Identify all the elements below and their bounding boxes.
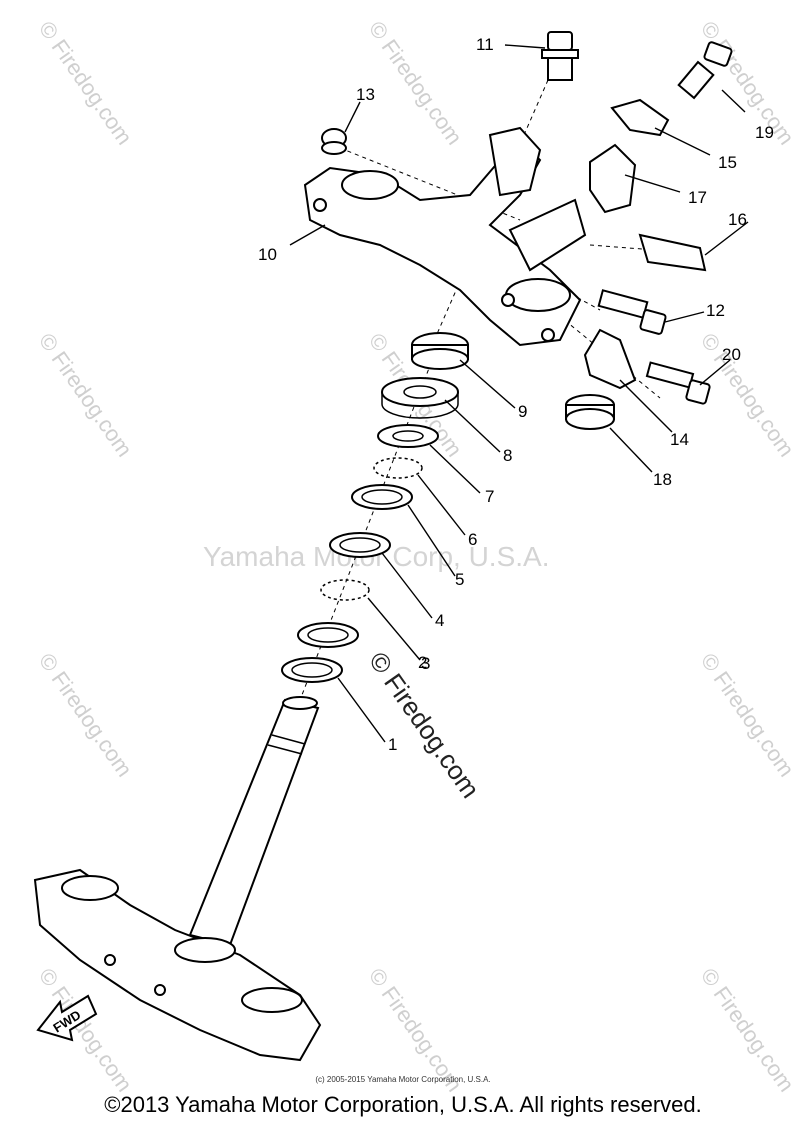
label-1: 1 xyxy=(388,735,397,754)
washer-8 xyxy=(381,377,459,419)
race-2 xyxy=(297,622,359,648)
bearing-6 xyxy=(373,457,423,479)
axis-line-5 xyxy=(589,244,656,251)
bearing-3 xyxy=(320,579,370,601)
label-7: 7 xyxy=(485,487,494,506)
steering-stem xyxy=(188,696,320,947)
seal-1 xyxy=(281,657,343,683)
label-13: 13 xyxy=(356,85,375,104)
label-11: 11 xyxy=(476,35,494,54)
bolt-11 xyxy=(541,31,579,81)
bolt-20 xyxy=(645,361,711,405)
race-4 xyxy=(329,532,391,558)
cover-7 xyxy=(377,424,439,448)
part-labels: 1 2 3 4 5 6 7 8 9 10 11 12 13 14 15 16 1… xyxy=(258,35,774,754)
bolt-19 xyxy=(677,41,733,100)
label-9: 9 xyxy=(518,402,527,421)
label-19: 19 xyxy=(755,123,774,142)
nut-13 xyxy=(321,128,347,155)
clamp-plate-15 xyxy=(610,98,670,137)
label-16: 16 xyxy=(728,210,747,229)
watermark-3: © Firedog.com xyxy=(696,17,799,150)
watermark-2: © Firedog.com xyxy=(364,17,467,150)
label-15: 15 xyxy=(718,153,737,172)
label-3: 3 xyxy=(421,654,430,673)
race-5 xyxy=(351,484,413,510)
label-4: 4 xyxy=(435,611,444,630)
watermark-4: © Firedog.com xyxy=(34,329,137,462)
watermark-8: © Firedog.com xyxy=(696,649,799,782)
watermark-6: © Firedog.com xyxy=(696,329,799,462)
grommet-18 xyxy=(565,394,615,430)
label-6: 6 xyxy=(468,530,477,549)
label-18: 18 xyxy=(653,470,672,489)
watermark-7: © Firedog.com xyxy=(34,649,137,782)
nut-9 xyxy=(411,332,469,370)
cap-16 xyxy=(638,233,707,272)
label-17: 17 xyxy=(688,188,707,207)
label-5: 5 xyxy=(455,570,464,589)
leader-lines xyxy=(289,44,749,743)
upper-bracket xyxy=(303,126,587,347)
fwd-arrow: FWD xyxy=(36,994,98,1042)
label-14: 14 xyxy=(670,430,689,449)
label-12: 12 xyxy=(706,301,725,320)
watermark-1: © Firedog.com xyxy=(34,17,137,150)
label-8: 8 xyxy=(503,446,512,465)
label-20: 20 xyxy=(722,345,741,364)
label-10: 10 xyxy=(258,245,277,264)
lower-bracket xyxy=(33,868,322,1062)
label-2: 2 xyxy=(418,653,427,672)
bracket-14 xyxy=(583,328,637,390)
holder-17 xyxy=(589,143,637,214)
copyright-notice: ©2013 Yamaha Motor Corporation, U.S.A. A… xyxy=(104,1092,702,1117)
small-copyright: (c) 2005-2015 Yamaha Motor Corporation, … xyxy=(315,1075,491,1084)
bolt-12 xyxy=(597,289,667,335)
